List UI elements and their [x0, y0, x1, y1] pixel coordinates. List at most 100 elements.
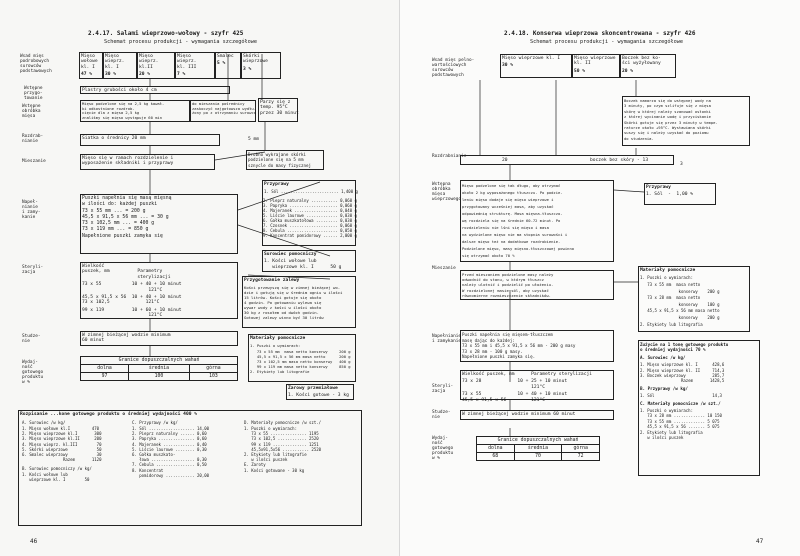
- raw-val: 20 %: [139, 72, 151, 78]
- pack-text: 1. Puszki o wymiarach: 73 x 55 mm masa n…: [250, 343, 351, 375]
- left-page: 2.4.17. Salami wieprzowo-wołowy - szyfr …: [18, 30, 362, 545]
- label-crush: Rozdrab- nianie: [22, 134, 44, 144]
- cool-box: W zimnej bieżącej wodzie minimum 60 minu…: [80, 331, 238, 346]
- meat-text: Mięso podzelone się na 2,5 kg kawał- ki …: [82, 101, 165, 120]
- label-crush: Rozdrabnianie: [432, 154, 467, 159]
- usage-c: 1. Puszki o wymiarach: 73 x 28 mm ......…: [640, 408, 722, 441]
- label-first: Wstępne obróbka mięsa: [22, 104, 41, 119]
- aux-box: Surowiec pomocniczy 1. Kości wołowe lub w…: [262, 250, 356, 272]
- yield-val: 97: [79, 372, 130, 381]
- yield-val: 100: [128, 372, 190, 381]
- label-fill: Napełnianie i zamykanie: [432, 334, 462, 344]
- cool-text: W zimnej bieżącej wodzie minimum 60 minu…: [462, 412, 576, 417]
- raw-box-0: Mięso wołowe kl. I 47 %: [79, 52, 103, 79]
- meat-text: Mięso podzelone się tak długo, aby otrzy…: [462, 183, 575, 258]
- prep-box: Plastry grubości około 4 cm: [80, 86, 230, 94]
- label-cool: Studze- nie: [432, 410, 451, 420]
- yield-col: średnia: [513, 444, 563, 453]
- spices-text: 1. Sól - 1,00 %: [646, 192, 694, 198]
- right-page: 2.4.18. Konserwa wieprzowa skoncentrowan…: [400, 0, 800, 556]
- yield-col: dolna: [476, 444, 515, 453]
- broth-text: Kości przewyszą się w zimnej bieżącej wo…: [244, 285, 343, 321]
- spices-title: Przyprawy: [264, 182, 289, 187]
- raw-val: 30 %: [502, 63, 514, 69]
- steril-row: 99 x 119 10 + 60 + 10 minut 121°C: [82, 307, 182, 319]
- spices-7: 8. Cebula ..................... 0,050 g: [263, 228, 357, 233]
- spices-box: Przyprawy 1. Sól - 1,00 %: [644, 183, 716, 205]
- usage-box: Zużycie na 1 tonę gotowego produktu o śr…: [638, 340, 760, 476]
- label-yield: Wydaj- ność gotowego produktu w %: [22, 360, 44, 385]
- spices-box: Przyprawy 1. Sól .......................…: [262, 180, 358, 246]
- yield-val: 103: [188, 372, 239, 381]
- yield-col: średnia: [128, 364, 190, 373]
- label-prep: Wstępna obróbka mięsa wieprzowego: [432, 182, 462, 202]
- right-page-number: 47: [756, 538, 764, 545]
- fill-text: Puszki napełnia się masą mięsną w ilości…: [82, 196, 172, 239]
- drob-box: Drobno wykrajane skórki podzielone się n…: [246, 150, 324, 170]
- yield-head: Granice dopuszczalnych wahań: [476, 436, 600, 445]
- raw-name: Mięso wołowe kl. I: [81, 54, 98, 70]
- spices-0: 1. Sól ........................ 1,400 g: [264, 189, 358, 195]
- aux-text: 1. Puszki o wymiarach: 73 x 55 mm masa n…: [640, 275, 720, 327]
- yield-val: 68: [476, 452, 515, 461]
- left-page-number: 46: [30, 538, 38, 545]
- aux-title: Materiały pomocnicze: [640, 268, 696, 273]
- salt-title: Zarowy przemiałowe: [288, 386, 338, 391]
- raw-name: Boczek bez ko- ści wyżyłowany: [622, 56, 661, 67]
- bacon-text: Boczek namarza się do wstępnej wody na 3…: [624, 98, 718, 141]
- cool-text: W zimnej bieżącej wodzie minimum 60 minu…: [82, 333, 171, 344]
- spices-8: 9. Koncentrat pomidorowy ...... 2,000 g: [263, 233, 357, 238]
- bottom-a-title: A. Surowiec /w kg/: [22, 420, 66, 425]
- raw-name: Smalec: [217, 54, 234, 59]
- mix-text: Mięso się w ramach rozdzielenie i wyposa…: [82, 156, 174, 167]
- label-cool: Studze- nie: [22, 334, 41, 344]
- raw-val: 3 %: [243, 66, 252, 72]
- label-raw: Wsad mięs pelno- wartościowych surowców …: [432, 58, 475, 78]
- label-yield: Wydaj- ność gotowego produktu w %: [432, 436, 454, 461]
- raw-name: Mięso wieprz. kl. III: [177, 54, 197, 70]
- raw-box-4: Smalec 5 %: [215, 52, 241, 79]
- raw-val: 7 %: [177, 72, 186, 78]
- label-mix: Mieszanie: [432, 266, 456, 271]
- raw-box-3: Mięso wieprz. kl. III 7 %: [175, 52, 215, 79]
- aux-text: 1. Kości wołowe lub wieprzowe kl. I 50 g: [264, 259, 342, 270]
- fill-box: Puszki napełnia się mięsem-tłuszczem mas…: [460, 330, 614, 362]
- raw-val: 47 %: [81, 72, 93, 78]
- spices-1: 2. Pieprz naturalny ........... 0,060 g: [263, 198, 357, 203]
- left-title: 2.4.17. Salami wieprzowo-wołowy - szyfr …: [88, 30, 244, 37]
- label-steril: Steryli- zacja: [432, 384, 454, 394]
- spices-title: Przyprawy: [646, 185, 671, 190]
- aux-title: Surowiec pomocniczy: [264, 252, 317, 257]
- raw-val: 20 %: [622, 68, 634, 74]
- raw-name: Mięso wieprz. kl. I: [105, 54, 125, 70]
- bottom-title: Rozpisanie ...kone gotowego produktu o ś…: [20, 412, 198, 417]
- bottom-c: 1. Sól ................... 14,00 2. Piep…: [132, 426, 210, 478]
- usage-c-title: C. Materiały pomocnicze /w szt./: [640, 400, 721, 406]
- crush-side: 3: [680, 162, 683, 167]
- yield-head: Granice dopuszczalnych wahań: [80, 356, 238, 365]
- steril-row: 73 x 55 10 + 40 + 10 minut 45,5 x 91,5 x…: [462, 392, 568, 403]
- aux-box: Materiały pomocnicze 1. Puszki o wymiarac…: [638, 266, 750, 332]
- raw-val: 30 %: [105, 72, 117, 78]
- mix-text: Przed mieszaniem podzielone masy należy …: [462, 272, 554, 298]
- cool-box: W zimnej bieżącej wodzie minimum 60 minu…: [460, 410, 614, 420]
- meat-box: Mięso podzelone się na 2,5 kg kawał- ki …: [80, 100, 190, 122]
- fill-text: Puszki napełnia się mięsem-tłuszczem mas…: [462, 332, 576, 360]
- pork-text: Parzy się z temp. 95°C przez 30 minut: [260, 100, 299, 116]
- bottom-b-title: B. Surowiec pomocniczy /w kg/: [22, 466, 92, 471]
- bottom-summary-box: Rozpisanie ...kone gotowego produktu o ś…: [18, 410, 362, 526]
- bottom-d: 1. Puszki o wymiarach: 73 x 55 .........…: [244, 426, 322, 473]
- salt-text: 1. Kości gotowe - 3 kg: [288, 393, 349, 399]
- yield-val: 72: [561, 452, 600, 461]
- right-subtitle: Schemat procesu produkcji - wymagania sz…: [530, 39, 684, 45]
- bottom-b: 1. Kości wołowe lub wieprzowe kl. I 50: [22, 472, 90, 483]
- right-flow-lines: [479, 80, 645, 436]
- crush-val-a: 20: [502, 158, 508, 163]
- raw-val: 5 %: [217, 61, 226, 67]
